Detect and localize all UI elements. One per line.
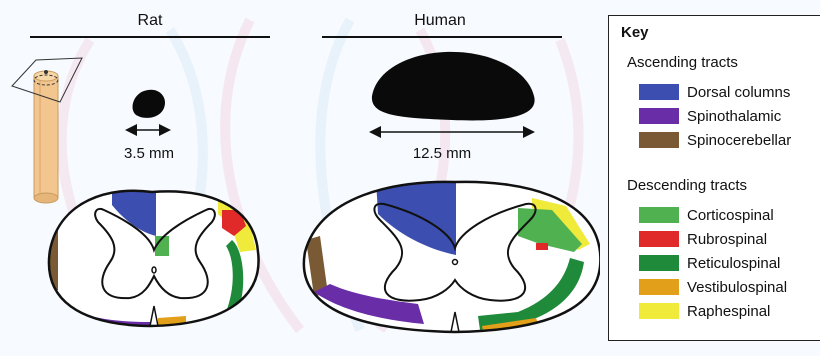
key-legend: Key Ascending tracts Dorsal columns Spin… [608, 15, 820, 341]
legend-item-raphespinal: Raphespinal [639, 302, 770, 320]
legend-item-corticospinal: Corticospinal [639, 206, 774, 224]
legend-label: Dorsal columns [687, 84, 790, 101]
descending-tracts-title: Descending tracts [627, 177, 747, 194]
legend-item-dorsal-columns: Dorsal columns [639, 83, 790, 101]
legend-item-spinothalamic: Spinothalamic [639, 107, 781, 125]
swatch-corticospinal [639, 207, 679, 223]
legend-label: Spinothalamic [687, 108, 781, 125]
legend-label: Rubrospinal [687, 231, 767, 248]
legend-item-vestibulospinal: Vestibulospinal [639, 278, 787, 296]
swatch-reticulospinal [639, 255, 679, 271]
rat-cord-silhouette [133, 90, 165, 118]
human-cord-silhouette [372, 52, 535, 121]
key-title: Key [621, 24, 649, 41]
swatch-vestibulospinal [639, 279, 679, 295]
swatch-raphespinal [639, 303, 679, 319]
legend-item-spinocerebellar: Spinocerebellar [639, 131, 791, 149]
spinal-cord-model-illustration [12, 58, 82, 203]
spinal-cord-figure [0, 0, 600, 356]
rat-cross-section [40, 190, 259, 334]
legend-item-rubrospinal: Rubrospinal [639, 230, 767, 248]
legend-label: Reticulospinal [687, 255, 780, 272]
swatch-spinothalamic [639, 108, 679, 124]
legend-label: Vestibulospinal [687, 279, 787, 296]
ascending-tracts-title: Ascending tracts [627, 54, 738, 71]
swatch-spinocerebellar [639, 132, 679, 148]
legend-label: Raphespinal [687, 303, 770, 320]
swatch-rubrospinal [639, 231, 679, 247]
legend-item-reticulospinal: Reticulospinal [639, 254, 780, 272]
legend-label: Corticospinal [687, 207, 774, 224]
human-cross-section [304, 180, 600, 336]
legend-label: Spinocerebellar [687, 132, 791, 149]
swatch-dorsal-columns [639, 84, 679, 100]
human-rubrospinal [536, 243, 548, 250]
